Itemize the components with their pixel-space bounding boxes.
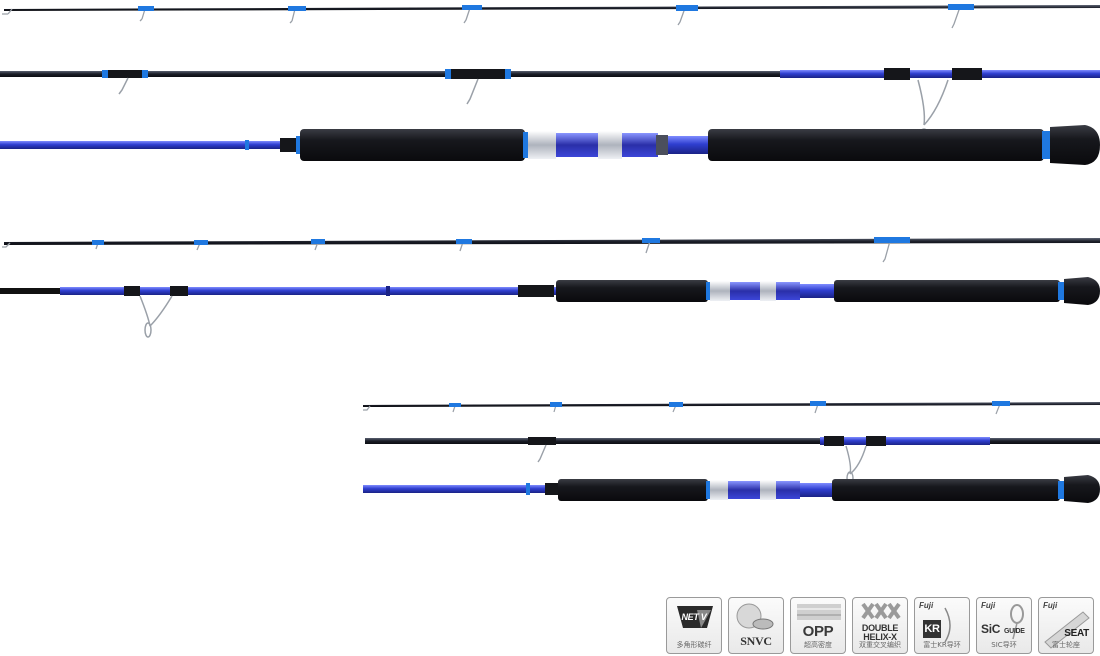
badge-kr-label: KR <box>924 623 940 635</box>
butt-cap <box>1050 125 1100 165</box>
reel-seat <box>556 133 598 157</box>
badge-seat-sub: 富士轮座 <box>1052 641 1080 649</box>
badge-opp-label: OPP <box>802 623 834 640</box>
rod-1-tip-section <box>2 4 1100 29</box>
badge-seat-brand: Fuji <box>1043 601 1058 610</box>
rear-grip <box>708 129 1044 161</box>
rod-1 <box>0 4 1100 165</box>
rod-2-tip-section <box>2 237 1100 263</box>
rod-product-photo <box>0 4 1100 503</box>
badge-sic-label: SiC <box>981 622 1001 636</box>
badge-helix-label-1: DOUBLE <box>861 623 899 633</box>
fore-grip <box>556 280 708 302</box>
badge-kr-sub: 富士KR导环 <box>923 641 961 649</box>
feature-badges: NET V 多角形碳纤 SNVC OPP 超高密度 DOUBLE HELIX-X <box>666 597 1100 655</box>
fore-grip <box>300 129 525 161</box>
badge-helix-label-2: HELIX-X <box>863 632 897 642</box>
rear-grip <box>832 479 1060 501</box>
opp-logo-icon <box>797 604 841 620</box>
badge-opp: OPP 超高密度 <box>790 597 846 654</box>
rod-3-butt-section <box>363 475 1100 503</box>
fuji-reel-seat-icon <box>1044 611 1090 649</box>
rod-1-butt-section <box>0 125 1100 165</box>
netv-logo-icon <box>677 606 713 628</box>
badge-fuji-kr: Fuji KR 富士KR导环 <box>914 597 970 654</box>
badge-netv-label: NET V <box>681 612 707 622</box>
badge-fuji-sic: Fuji SiC GUIDE SIC导环 <box>976 597 1032 654</box>
rod-3 <box>363 401 1100 503</box>
rod-3-mid-section <box>365 436 1100 485</box>
reel-seat <box>728 481 760 499</box>
snvc-logo-icon <box>736 603 774 630</box>
badge-kr-brand: Fuji <box>919 601 934 610</box>
badge-double-helix: DOUBLE HELIX-X 双重交叉编织 <box>852 597 908 654</box>
butt-cap <box>1064 277 1100 305</box>
badge-sic-label-2: GUIDE <box>1004 628 1025 635</box>
badge-fuji-seat: Fuji SEAT 富士轮座 <box>1038 597 1094 654</box>
rear-grip <box>834 280 1060 302</box>
double-helix-logo-icon <box>861 602 901 620</box>
rod-3-tip-section <box>363 401 1100 415</box>
badge-snvc: SNVC <box>728 597 784 654</box>
badge-snvc-label: SNVC <box>740 634 772 648</box>
badge-netv: NET V 多角形碳纤 <box>666 597 722 654</box>
badge-sic-sub: SIC导环 <box>991 641 1017 649</box>
reel-seat <box>730 282 760 300</box>
fore-grip <box>558 479 708 501</box>
guide-ring <box>139 295 173 338</box>
badge-netv-sub: 多角形碳纤 <box>676 641 712 649</box>
guide-ring <box>537 444 867 485</box>
rod-2 <box>0 237 1100 338</box>
badge-opp-sub: 超高密度 <box>804 641 832 649</box>
rod-2-main-section <box>0 277 1100 338</box>
badge-sic-brand: Fuji <box>981 601 996 610</box>
badge-helix-sub: 双重交叉编织 <box>859 641 901 649</box>
fuji-sic-guide-icon <box>1010 604 1024 640</box>
badge-seat-label: SEAT <box>1064 628 1089 639</box>
butt-cap <box>1064 475 1100 503</box>
fuji-kr-guide-icon <box>923 607 951 643</box>
